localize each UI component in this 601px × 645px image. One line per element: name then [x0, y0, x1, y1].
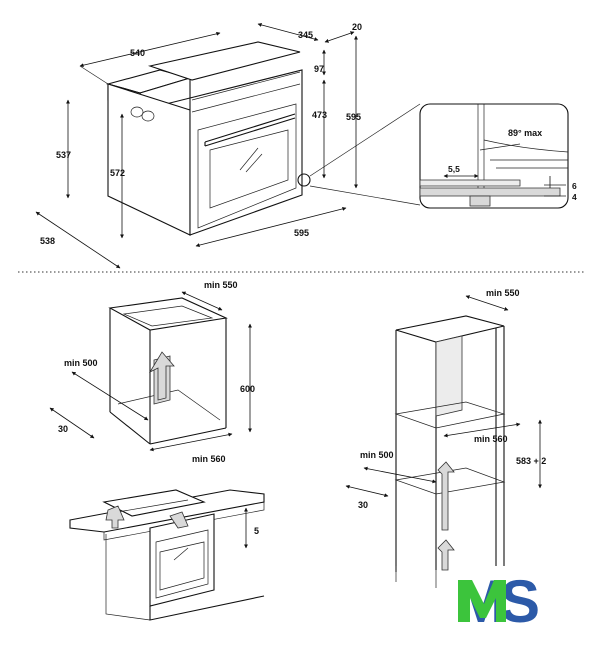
- uc-dim-600: 600: [240, 384, 255, 394]
- dim-595-bottom: 595: [294, 228, 309, 238]
- detail-4: 4: [572, 192, 577, 202]
- dim-345: 345: [298, 30, 313, 40]
- detail-5-5: 5,5: [448, 164, 460, 174]
- uc-min-500: min 500: [64, 358, 98, 368]
- detail-angle: 89° max: [508, 128, 542, 138]
- dim-537: 537: [56, 150, 71, 160]
- detail-6: 6: [572, 181, 577, 191]
- worktop-installation: 5: [69, 489, 265, 621]
- dim-20: 20: [352, 22, 362, 32]
- col-dim-30: 30: [358, 500, 368, 510]
- dim-538: 538: [40, 236, 55, 246]
- dim-572: 572: [110, 168, 125, 178]
- dim-473: 473: [312, 110, 327, 120]
- under-counter-cabinet: min 550 min 500 600 30 min 560: [49, 280, 255, 464]
- dim-540: 540: [130, 48, 145, 58]
- uc-dim-30: 30: [58, 424, 68, 434]
- oven-drawing: [105, 41, 421, 236]
- oven-dimensions: 540 345 20 97 473 595 537 572 538 595: [35, 22, 362, 269]
- uc-min-550: min 550: [204, 280, 238, 290]
- dim-595-right: 595: [346, 112, 361, 122]
- dim-97: 97: [314, 64, 324, 74]
- worktop-dim-5: 5: [254, 526, 259, 536]
- ms-logo: MS: [456, 568, 544, 635]
- uc-min-560: min 560: [192, 454, 226, 464]
- col-dim-583: 583 + 2: [516, 456, 546, 466]
- hinge-detail-inset: 5,5 89° max 6 4: [419, 103, 577, 209]
- col-min-500: min 500: [360, 450, 394, 460]
- col-min-560: min 560: [474, 434, 508, 444]
- logo-m-mark: [458, 580, 506, 622]
- col-min-550: min 550: [486, 288, 520, 298]
- tall-column-cabinet: min 550 min 560 583 + 2 min 500 30: [345, 288, 546, 588]
